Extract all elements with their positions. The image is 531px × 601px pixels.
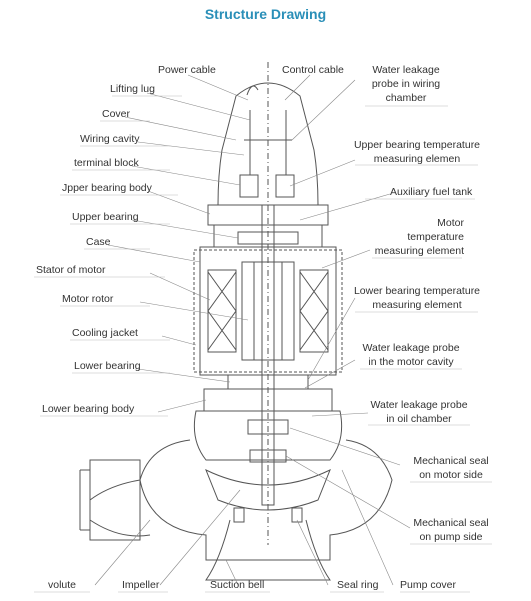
- label-upper-temp-line2: measuring elemen: [373, 153, 461, 165]
- terminal-block: [239, 174, 259, 198]
- label-leak-motor: Water leakage probe in the motor cavity: [358, 341, 464, 369]
- label-motor-temp: Motor temperature measuring element: [368, 216, 464, 258]
- seal-ring: [291, 507, 303, 523]
- label-cover: Cover: [102, 108, 131, 120]
- label-seal-ring: Seal ring: [337, 579, 379, 591]
- label-lower-bearing: Lower bearing: [74, 360, 141, 372]
- label-leak-oil-line2: in oil chamber: [386, 413, 452, 425]
- label-upper-bearing-body: Jpper bearing body: [62, 182, 152, 194]
- label-power-cable: Power cable: [158, 64, 216, 76]
- label-lower-temp-line2: measuring element: [372, 299, 462, 311]
- label-suction-bell: Suction bell: [210, 579, 265, 591]
- label-aux-tank: Auxiliary fuel tank: [390, 186, 473, 198]
- label-motor-temp-line3: measuring element: [374, 245, 464, 257]
- label-upper-bearing: Upper bearing: [72, 211, 139, 223]
- label-seal-motor: Mechanical seal on motor side: [408, 454, 494, 482]
- label-case: Case: [86, 236, 111, 248]
- diagram-title: Structure Drawing: [204, 6, 327, 22]
- label-leak-motor-line1: Water leakage probe: [362, 342, 460, 354]
- label-upper-temp-line1: Upper bearing temperature: [353, 139, 481, 151]
- label-leak-wiring-line2: probe in wiring: [371, 78, 441, 90]
- label-seal-pump-line2: on pump side: [419, 531, 483, 543]
- label-leak-wiring: Water leakage probe in wiring chamber: [360, 63, 452, 105]
- label-leak-motor-line2: in the motor cavity: [368, 356, 454, 368]
- label-lower-temp-line1: Lower bearing temperature: [353, 285, 481, 297]
- label-lower-temp: Lower bearing temperature measuring elem…: [352, 284, 482, 312]
- lifting-lug: [246, 85, 259, 96]
- label-leak-oil: Water leakage probe in oil chamber: [366, 398, 472, 426]
- oil-chamber: [193, 410, 343, 461]
- suction-bell: [205, 519, 331, 581]
- stator-left: [207, 269, 237, 353]
- label-seal-motor-line2: on motor side: [419, 469, 483, 481]
- motor-rotor: [241, 261, 295, 361]
- label-seal-pump-line1: Mechanical seal: [413, 517, 489, 529]
- label-control-cable: Control cable: [282, 64, 344, 76]
- cover-outline: [217, 82, 319, 206]
- label-upper-temp: Upper bearing temperature measuring elem…: [352, 138, 482, 166]
- label-seal-motor-line1: Mechanical seal: [413, 455, 489, 467]
- label-seal-pump: Mechanical seal on pump side: [408, 516, 494, 544]
- label-impeller: Impeller: [122, 579, 160, 591]
- mechanical-seal-motor: [247, 419, 289, 435]
- label-motor-temp-line1: Motor: [437, 217, 464, 229]
- label-lower-bearing-body: Lower bearing body: [42, 403, 135, 415]
- label-pump-cover: Pump cover: [400, 579, 457, 591]
- discharge-flange: [89, 459, 141, 541]
- stator-right: [299, 269, 329, 353]
- label-rotor: Motor rotor: [62, 293, 114, 305]
- label-motor-temp-line2: temperature: [407, 231, 464, 243]
- label-leak-wiring-line1: Water leakage: [372, 64, 440, 76]
- shaft: [261, 204, 275, 506]
- label-lifting-lug: Lifting lug: [110, 83, 155, 95]
- label-leak-oil-line1: Water leakage probe: [370, 399, 468, 411]
- label-wiring-cavity: Wiring cavity: [80, 133, 140, 145]
- volute: [139, 439, 393, 561]
- label-terminal-block: terminal block: [74, 157, 139, 169]
- label-volute: volute: [48, 579, 77, 591]
- label-cooling-jacket: Cooling jacket: [72, 327, 138, 339]
- label-stator: Stator of motor: [36, 264, 106, 276]
- label-leak-wiring-line3: chamber: [385, 92, 427, 104]
